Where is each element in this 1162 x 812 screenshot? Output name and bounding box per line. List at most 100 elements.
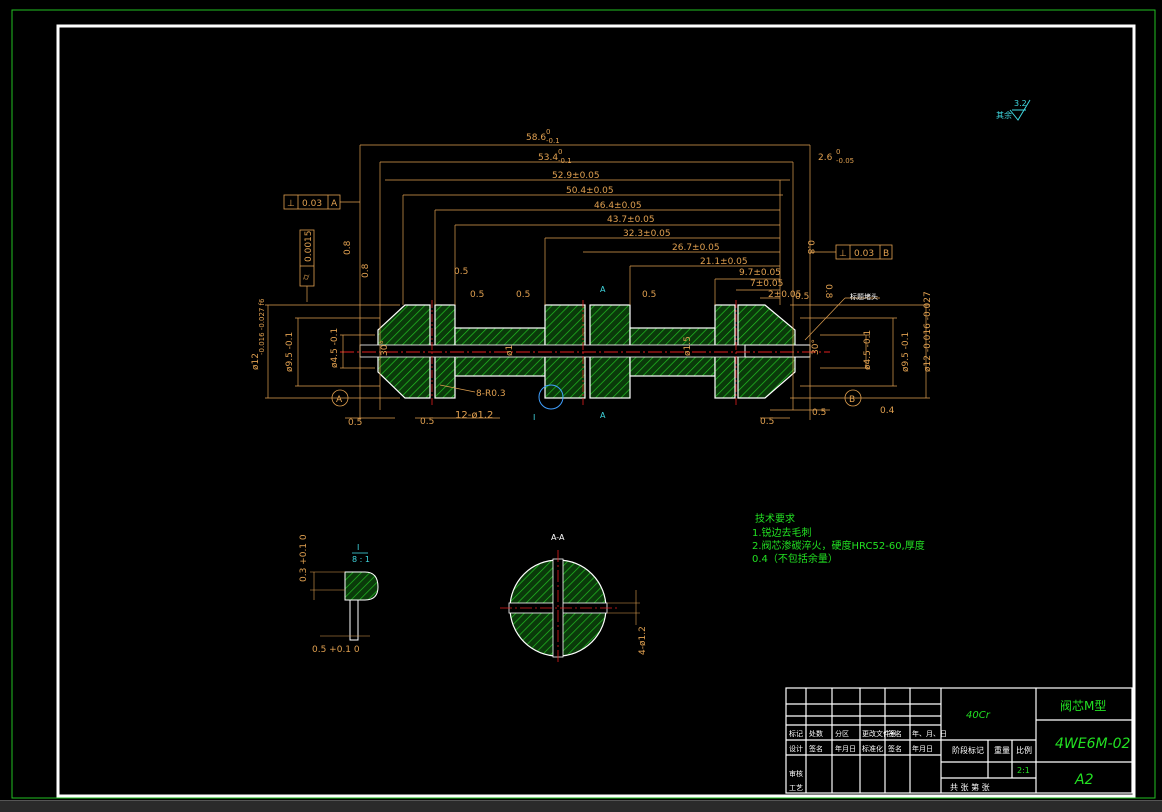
svg-text:技术要求: 技术要求 xyxy=(755,512,795,525)
svg-text:2:1: 2:1 xyxy=(1017,766,1030,775)
title-block xyxy=(785,687,1133,794)
svg-text:58.6: 58.6 xyxy=(526,133,546,143)
section-view-a-a: A-A 4-ø1.2 xyxy=(500,533,648,665)
svg-text:重量: 重量 xyxy=(994,745,1010,755)
status-bar xyxy=(0,800,1162,812)
svg-text:标题堵头: 标题堵头 xyxy=(850,292,878,301)
svg-text:ø12 -0.016 -0.027: ø12 -0.016 -0.027 xyxy=(923,291,933,372)
svg-text:A: A xyxy=(331,199,338,209)
spool-part xyxy=(340,300,830,410)
svg-text:0.8: 0.8 xyxy=(805,240,815,255)
svg-text:审核: 审核 xyxy=(789,769,803,778)
svg-text:阶段标记: 阶段标记 xyxy=(952,745,984,755)
dimension-labels: 58.6 0 -0.1 53.4 0 -0.1 2.6 0 -0.05 52.9… xyxy=(251,128,933,428)
svg-text:I: I xyxy=(357,543,359,552)
svg-text:2.阀芯渗碳淬火，硬度HRC52-60,厚度: 2.阀芯渗碳淬火，硬度HRC52-60,厚度 xyxy=(752,539,925,552)
svg-text:9.7±0.05: 9.7±0.05 xyxy=(739,268,781,278)
svg-text:A2: A2 xyxy=(1074,772,1094,788)
svg-text:1.锐边去毛刺: 1.锐边去毛刺 xyxy=(752,526,812,539)
svg-text:0: 0 xyxy=(558,148,562,156)
svg-text:⊥: ⊥ xyxy=(287,199,295,209)
detail-view: I 8 : 1 0.3 +0.1 0 0.5 +0.1 0 xyxy=(299,534,379,655)
svg-text:B: B xyxy=(849,395,855,405)
svg-text:0.5 +0.1 0: 0.5 +0.1 0 xyxy=(312,645,360,655)
inner-border xyxy=(56,24,1136,798)
svg-text:I: I xyxy=(533,413,535,422)
svg-text:签名: 签名 xyxy=(888,744,902,753)
svg-text:0.5: 0.5 xyxy=(348,418,362,428)
svg-text:0.8: 0.8 xyxy=(823,284,833,299)
svg-text:0.03: 0.03 xyxy=(854,249,874,259)
svg-text:30°: 30° xyxy=(380,340,390,356)
svg-text:-0.05: -0.05 xyxy=(836,157,854,165)
svg-text:0.8: 0.8 xyxy=(343,240,353,255)
svg-text:0.8: 0.8 xyxy=(361,263,371,278)
svg-text:4WE6M-02: 4WE6M-02 xyxy=(1055,736,1131,752)
svg-text:ø4.5 -0.1: ø4.5 -0.1 xyxy=(330,328,340,368)
svg-text:4-ø1.2: 4-ø1.2 xyxy=(638,626,648,655)
svg-text:签名: 签名 xyxy=(888,729,902,738)
svg-text:⊥: ⊥ xyxy=(839,249,847,259)
svg-text:0.4: 0.4 xyxy=(880,406,895,416)
svg-text:7±0.05: 7±0.05 xyxy=(750,279,783,289)
svg-text:2.6: 2.6 xyxy=(818,153,833,163)
svg-text:2±0.05: 2±0.05 xyxy=(768,290,801,300)
svg-text:签名: 签名 xyxy=(809,744,823,753)
svg-text:0.5: 0.5 xyxy=(795,292,809,302)
svg-text:ø1: ø1 xyxy=(505,345,515,356)
svg-text:-0.1: -0.1 xyxy=(558,157,572,165)
svg-text:50.4±0.05: 50.4±0.05 xyxy=(566,186,614,196)
tolerance-frame-b: ⊥ 0.03 B xyxy=(810,244,893,260)
svg-text:ø9.5 -0.1: ø9.5 -0.1 xyxy=(285,332,295,372)
tolerance-frame-cyl: 0.0015 ⌭ xyxy=(299,229,315,302)
svg-text:0.3 +0.1 0: 0.3 +0.1 0 xyxy=(299,534,309,582)
svg-text:0: 0 xyxy=(546,128,550,136)
svg-text:A: A xyxy=(600,411,606,420)
svg-text:阀芯M型: 阀芯M型 xyxy=(1060,699,1106,713)
svg-text:0.5: 0.5 xyxy=(454,267,468,277)
technical-requirements: 技术要求 1.锐边去毛刺 2.阀芯渗碳淬火，硬度HRC52-60,厚度 0.4（… xyxy=(752,512,925,565)
svg-text:比例: 比例 xyxy=(1016,745,1032,755)
svg-text:53.4: 53.4 xyxy=(538,153,558,163)
svg-text:21.1±0.05: 21.1±0.05 xyxy=(700,257,748,267)
svg-text:其余: 其余 xyxy=(996,110,1012,120)
svg-text:年月日: 年月日 xyxy=(912,744,933,753)
svg-text:8-R0.3: 8-R0.3 xyxy=(476,389,506,399)
svg-text:-0.1: -0.1 xyxy=(546,137,560,145)
svg-text:0.5: 0.5 xyxy=(516,290,530,300)
svg-text:ø4.5 -0.1: ø4.5 -0.1 xyxy=(863,330,873,370)
svg-text:B: B xyxy=(883,249,889,259)
svg-text:工艺: 工艺 xyxy=(789,784,803,792)
svg-text:共 张 第 张: 共 张 第 张 xyxy=(950,782,990,792)
svg-text:更改文件号: 更改文件号 xyxy=(862,729,897,738)
svg-text:0.0015: 0.0015 xyxy=(304,231,314,263)
svg-text:年月日: 年月日 xyxy=(835,744,856,753)
tolerance-frame-a: ⊥ 0.03 A xyxy=(283,194,360,210)
svg-text:0.03: 0.03 xyxy=(302,199,322,209)
svg-text:40Cr: 40Cr xyxy=(966,710,991,721)
svg-text:A: A xyxy=(336,395,343,405)
svg-text:-0.016 -0.027 f6: -0.016 -0.027 f6 xyxy=(258,298,266,355)
svg-text:分区: 分区 xyxy=(835,729,849,738)
svg-text:标准化: 标准化 xyxy=(862,744,883,753)
svg-text:0.5: 0.5 xyxy=(642,290,656,300)
svg-text:26.7±0.05: 26.7±0.05 xyxy=(672,243,720,253)
svg-text:⌭: ⌭ xyxy=(303,273,310,283)
svg-text:0: 0 xyxy=(836,148,840,156)
top-dimensions xyxy=(265,144,930,420)
svg-text:0.5: 0.5 xyxy=(760,417,774,427)
svg-text:0.5: 0.5 xyxy=(812,408,826,418)
datum-a: A xyxy=(331,389,349,407)
datum-b: B xyxy=(844,389,862,407)
svg-text:0.5: 0.5 xyxy=(470,290,484,300)
svg-text:0.5: 0.5 xyxy=(420,417,434,427)
svg-text:46.4±0.05: 46.4±0.05 xyxy=(594,201,642,211)
svg-text:A-A: A-A xyxy=(551,533,565,542)
svg-text:处数: 处数 xyxy=(809,729,823,738)
svg-text:A: A xyxy=(600,285,606,294)
title-block-text: 40Cr 阀芯M型 4WE6M-02 A2 2:1 阶段标记 重量 比例 共 张… xyxy=(789,699,1131,792)
svg-text:32.3±0.05: 32.3±0.05 xyxy=(623,229,671,239)
svg-text:3.2: 3.2 xyxy=(1014,99,1027,108)
svg-text:30°: 30° xyxy=(811,339,821,355)
